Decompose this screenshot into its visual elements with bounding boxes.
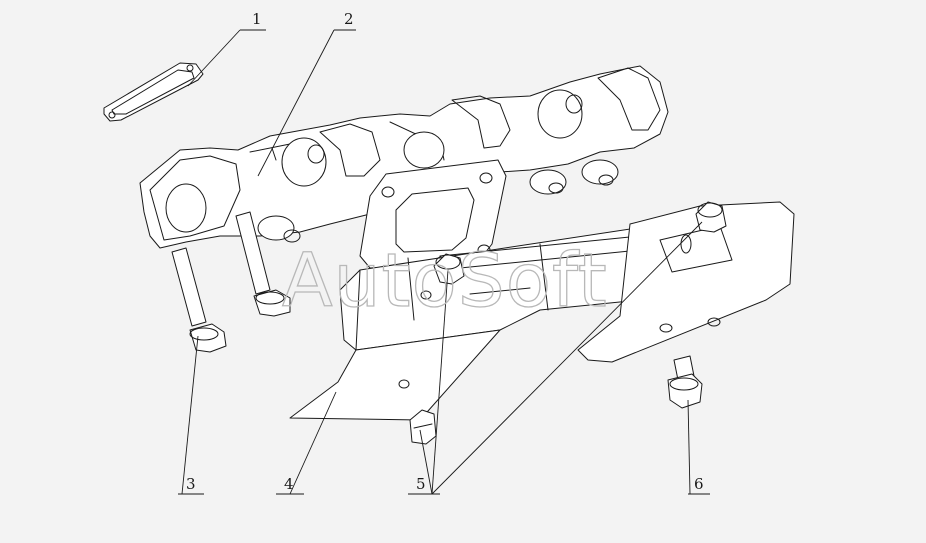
part-6-bolt: [667, 355, 703, 409]
part-2-exhaust-manifold: [139, 65, 669, 269]
leader-lines: [178, 29, 710, 495]
callout-1: 1: [252, 10, 262, 28]
part-1-gasket: [103, 62, 204, 122]
part-3-bolts: [171, 211, 291, 353]
callout-3: 3: [186, 475, 196, 493]
part-4-bracket: [289, 225, 671, 421]
watermark-text: AutoSoft: [282, 238, 608, 324]
callout-6: 6: [694, 475, 704, 493]
bracket-side-plate: [577, 201, 795, 363]
callout-4: 4: [284, 475, 294, 493]
callout-5: 5: [416, 475, 426, 493]
callout-2: 2: [344, 10, 354, 28]
